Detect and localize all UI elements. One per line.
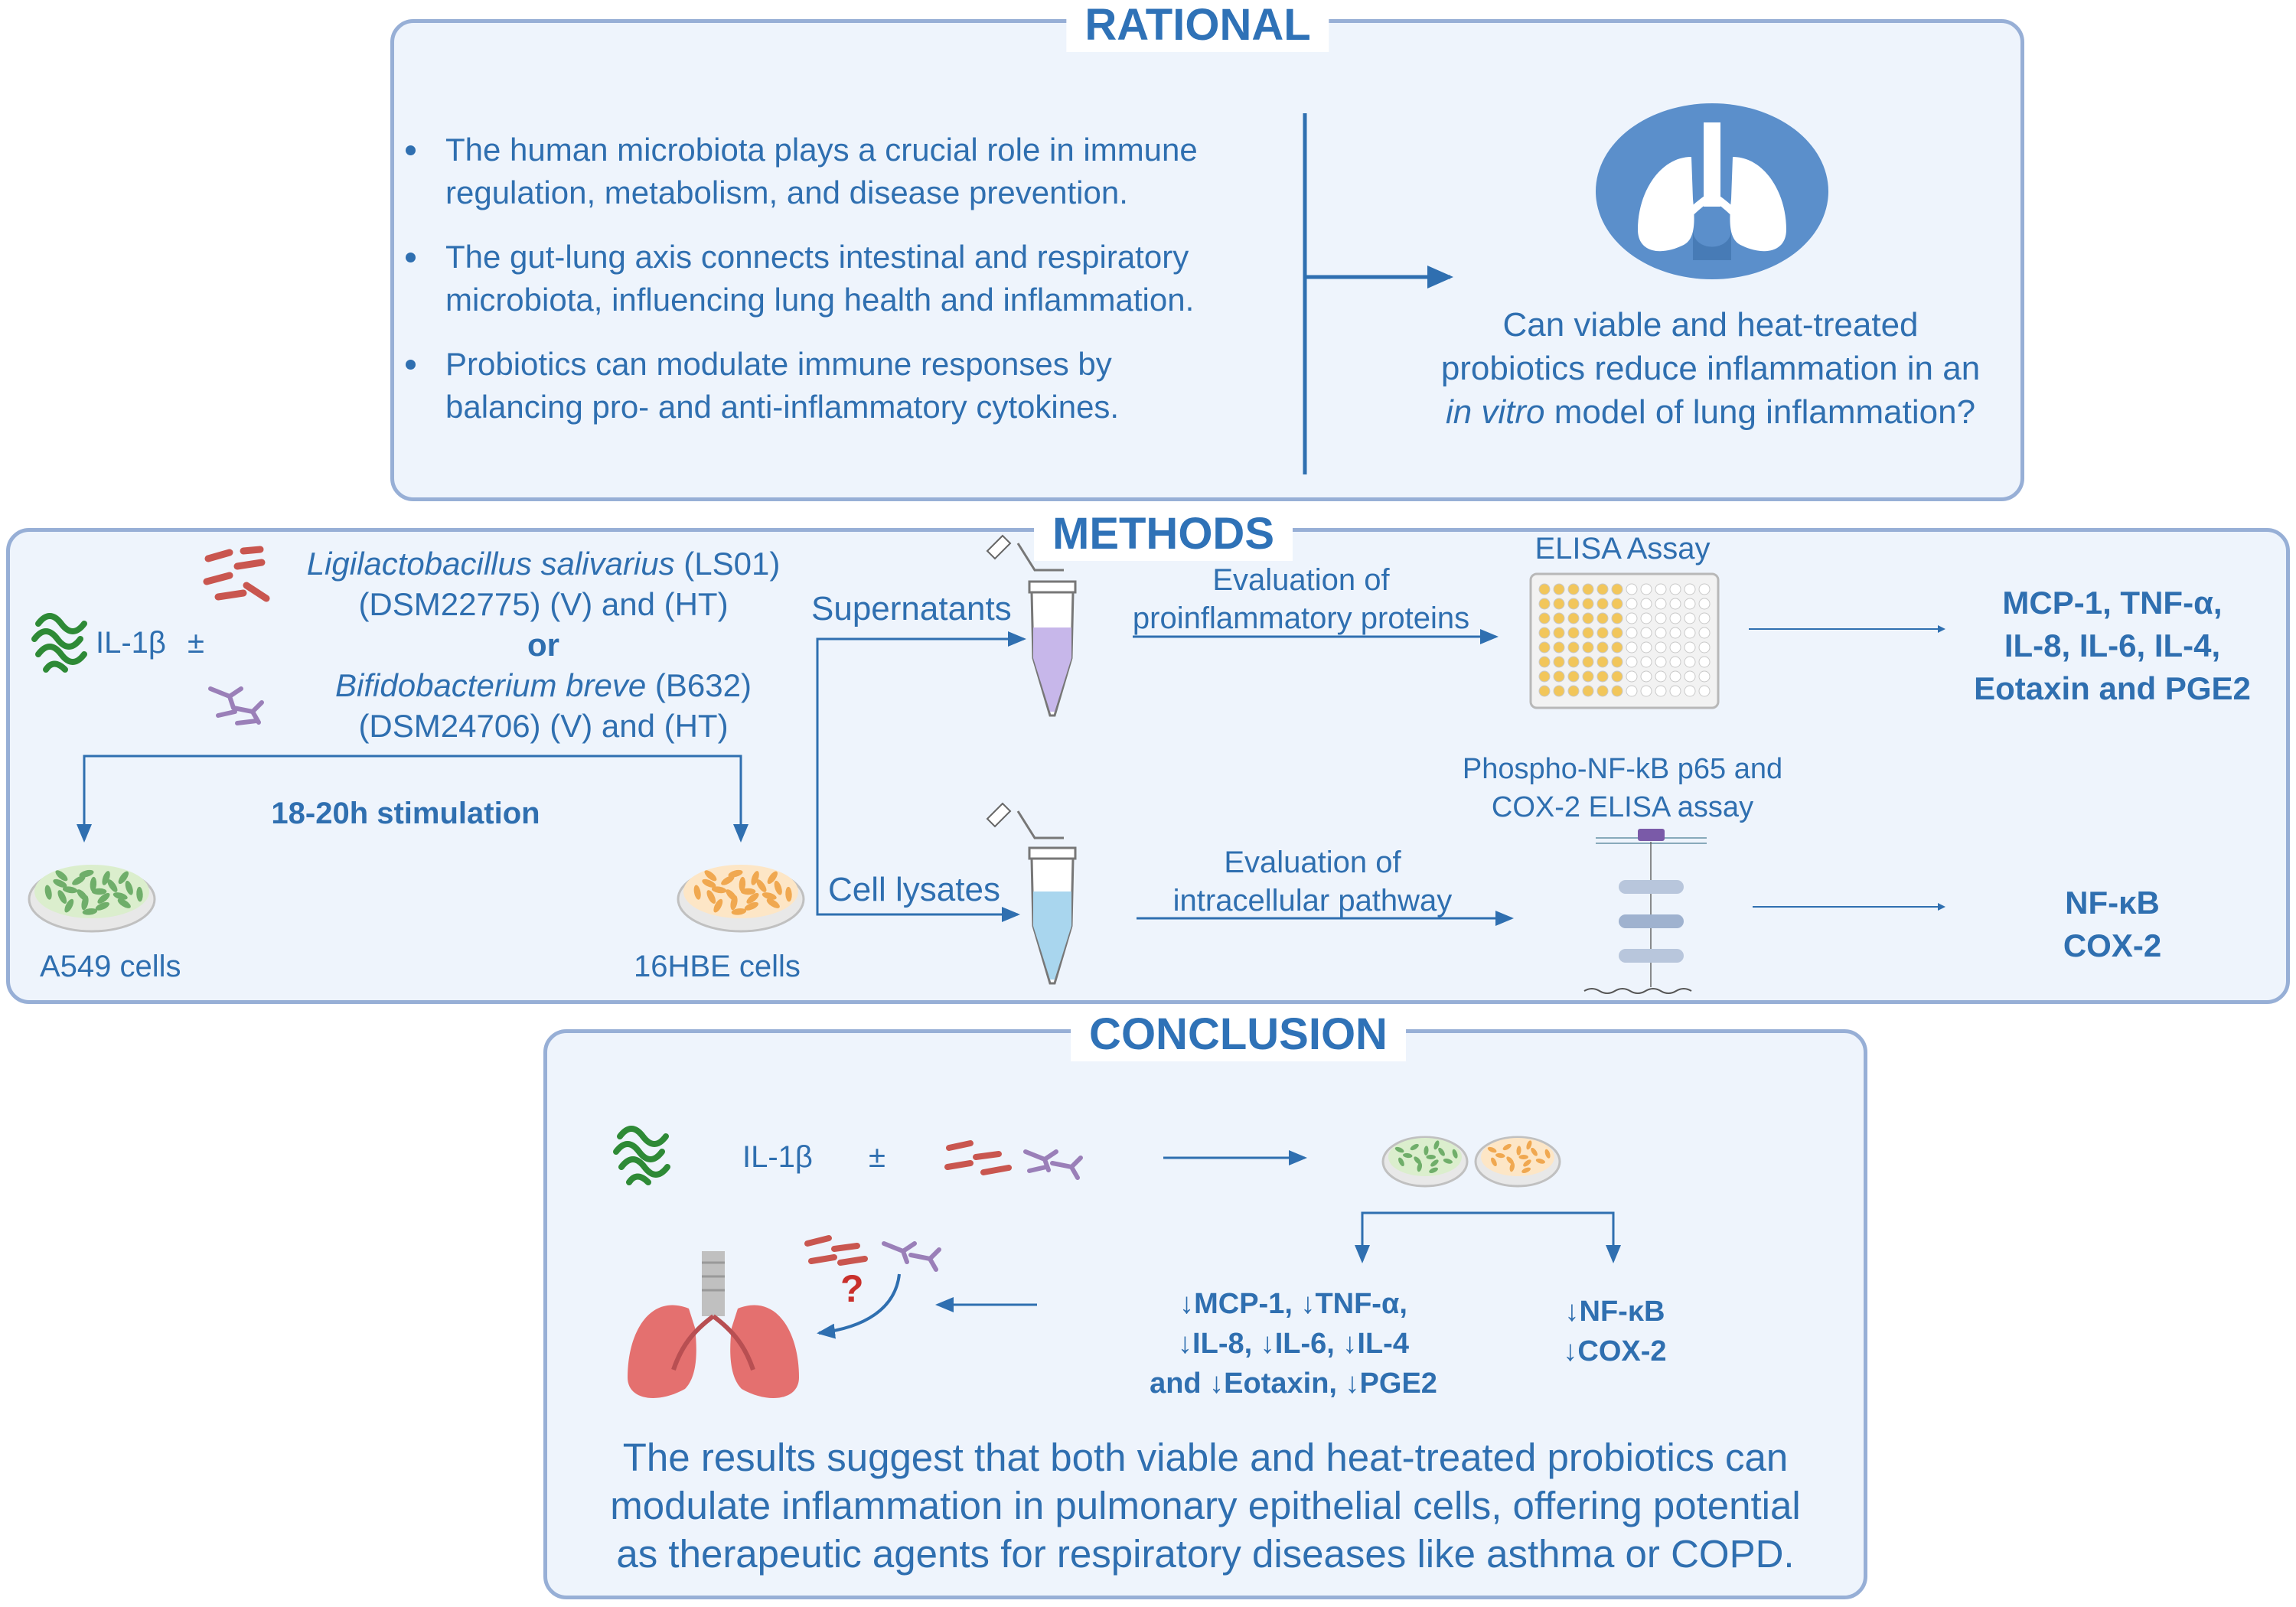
stimulation-label: 18-20h stimulation [271,797,540,830]
rational-title: RATIONAL [1066,0,1329,52]
conclusion-bifido-icon-2 [882,1241,941,1272]
elisa-plate-icon [1529,572,1720,709]
branch-line [816,637,1020,922]
eval2-label: Evaluation of intracellular pathway [1172,846,1453,918]
outputs-pathway: NF-κB COX-2 [2063,885,2162,963]
plus-minus: ± [188,626,204,660]
outputs-proteins: MCP-1, TNF-α, IL-8, IL-6, IL-4, Eotaxin … [1974,585,2251,706]
strain-block: Ligilactobacillus salivarius (LS01) (DSM… [306,546,781,744]
eval1-label: Evaluation of proinflammatory proteins [1132,563,1470,635]
pink-lungs-icon [628,1251,799,1398]
conclusion-il1b-protein-icon [613,1126,670,1185]
conclusion-results-proteins: ↓MCP-1, ↓TNF-α, ↓IL-8, ↓IL-6, ↓IL-4 and … [1150,1288,1437,1400]
bifidobacterium-bacteria-icon [208,686,264,725]
conclusion-results-pathway: ↓NF-κB ↓COX-2 [1563,1296,1667,1367]
lung-circle-icon [1596,103,1828,279]
lactobacillus-bacteria-icon [203,546,270,602]
methods-title: METHODS [1034,507,1293,561]
rational-question: Can viable and heat-treated probiotics r… [1440,306,1981,431]
a549-label: A549 cells [40,950,181,983]
rational-bullet-1: The human microbiota plays a crucial rol… [406,129,1272,214]
methods-panel [6,528,2290,1004]
cell-lysates-label: Cell lysates [828,871,1000,908]
conclusion-petri-orange-icon [1474,1136,1561,1188]
conclusion-bifido-icon [1023,1149,1083,1180]
question-mark: ? [840,1267,864,1310]
tube-lysate-icon [986,802,1077,985]
conclusion-lacto-icon-2 [804,1235,868,1266]
petri-dish-16hbe-icon [677,865,805,933]
conclusion-summary: The results suggest that both viable and… [610,1436,1801,1576]
conclusion-petri-green-icon [1381,1136,1469,1188]
stim-bracket [83,755,742,819]
tube-supernatant-icon [986,534,1077,717]
rational-bullet-2: The gut-lung axis connects intestinal an… [406,236,1280,321]
il1b-label: IL-1β [96,626,166,660]
rational-bullet-3: Probiotics can modulate immune responses… [406,343,1211,429]
supernatants-label: Supernatants [811,590,1012,627]
conclusion-lacto-icon [944,1140,1012,1175]
conclusion-il1b-label: IL-1β [742,1140,813,1174]
il1b-protein-icon [31,613,87,673]
16hbe-label: 16HBE cells [634,950,801,983]
phospho-label: Phospho-NF-kB p65 and COX-2 ELISA assay [1462,753,1783,823]
elisa-label: ELISA Assay [1534,532,1711,566]
conclusion-bracket [1361,1211,1615,1255]
curved-arrow [817,1273,901,1339]
conclusion-title: CONCLUSION [1071,1008,1406,1061]
petri-dish-a549-icon [28,865,156,933]
conclusion-plus-minus: ± [869,1140,885,1174]
pathway-stack-icon [1583,829,1707,994]
